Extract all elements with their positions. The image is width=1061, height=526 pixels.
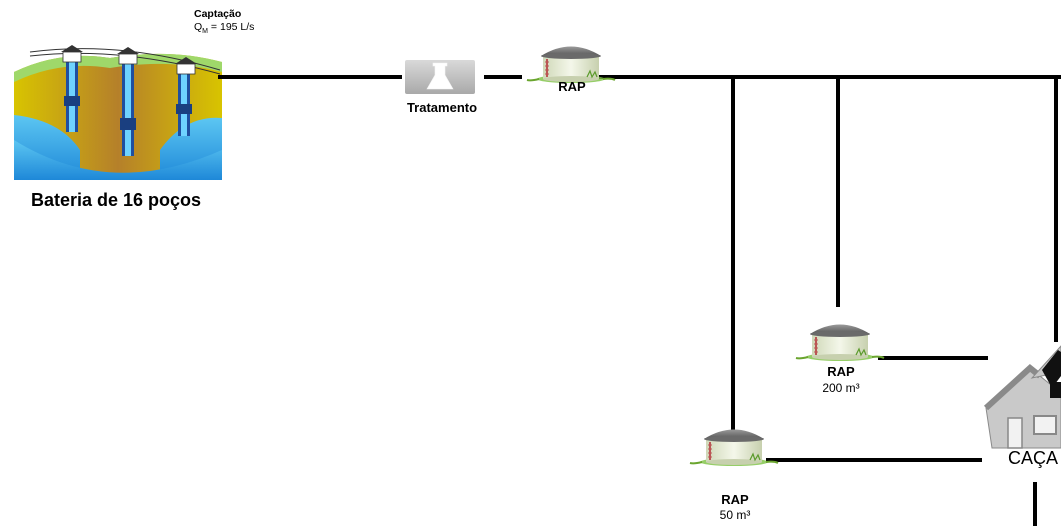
flow-subscript: M bbox=[202, 28, 209, 36]
flask-icon bbox=[405, 60, 475, 94]
captacao-title: Captação bbox=[194, 8, 242, 20]
well-field-illustration bbox=[14, 44, 222, 181]
reservoir-200-volume: 200 m³ bbox=[822, 381, 860, 395]
reservoir-200-label: RAP bbox=[827, 364, 855, 379]
reservoir-icon-main bbox=[526, 45, 616, 84]
captacao-flow: QM = 195 L/s bbox=[194, 21, 254, 36]
reservoir-icon-200 bbox=[795, 323, 885, 362]
flow-symbol: Q bbox=[194, 21, 203, 33]
flow-value: = 195 L/s bbox=[208, 21, 255, 33]
reservoir-icon-50 bbox=[689, 428, 779, 467]
reservoir-50-label: RAP bbox=[721, 492, 749, 507]
reservoir-50-volume: 50 m³ bbox=[719, 508, 751, 522]
wells-caption: Bateria de 16 poços bbox=[30, 190, 202, 210]
pipes bbox=[218, 75, 1061, 526]
house-icon bbox=[983, 345, 1061, 449]
district-label: CAÇA bbox=[1008, 448, 1059, 468]
treatment-label: Tratamento bbox=[406, 100, 478, 115]
reservoir-main-label: RAP bbox=[558, 79, 586, 94]
